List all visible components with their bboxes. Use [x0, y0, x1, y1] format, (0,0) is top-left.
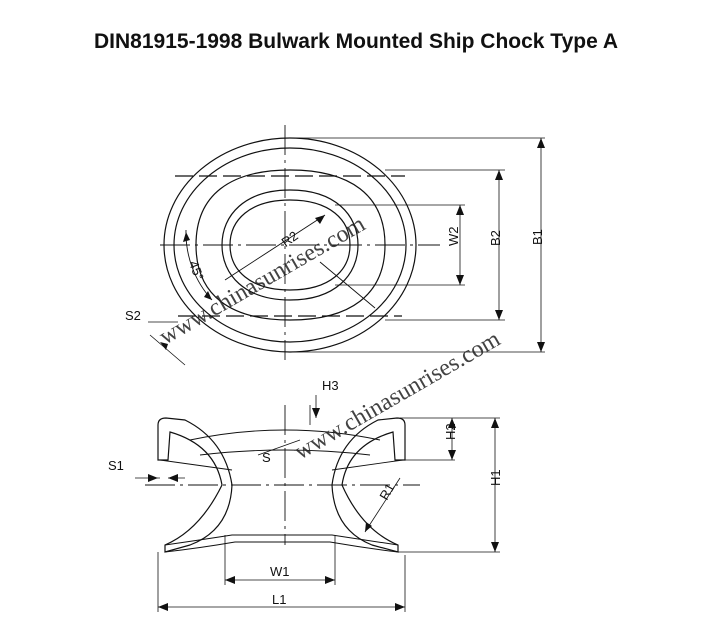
watermark-1: www.chinasunrises.com	[155, 211, 370, 350]
label-b2: B2	[488, 230, 503, 246]
label-h3: H3	[322, 378, 339, 393]
label-r1: R1	[376, 481, 397, 503]
label-s2: S2	[125, 308, 141, 323]
label-w1: W1	[270, 564, 290, 579]
label-45-deg: 45°	[186, 259, 207, 283]
watermark-2: www.chinasunrises.com	[290, 326, 505, 465]
label-h2: H2	[443, 423, 458, 440]
label-s: S	[262, 450, 271, 465]
front-view	[135, 395, 500, 612]
top-view	[148, 125, 545, 366]
label-s1: S1	[108, 458, 124, 473]
page-title: DIN81915-1998 Bulwark Mounted Ship Chock…	[94, 30, 618, 53]
label-b1: B1	[530, 229, 545, 245]
label-h1: H1	[488, 469, 503, 486]
label-l1: L1	[272, 592, 286, 607]
label-w2: W2	[446, 227, 461, 247]
